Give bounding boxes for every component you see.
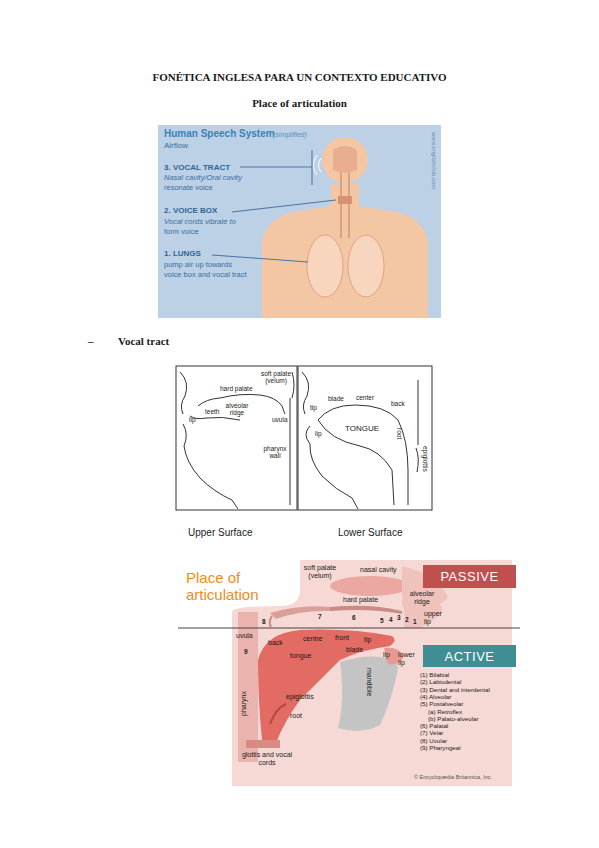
part-label: center bbox=[356, 394, 374, 401]
part-label: mandible bbox=[365, 668, 373, 696]
figure-label: Airflow bbox=[164, 141, 188, 150]
figure-label: pump air up towards bbox=[164, 261, 232, 270]
callout-number: 3 bbox=[397, 614, 401, 621]
part-label: root bbox=[290, 712, 302, 720]
part-label: lip bbox=[315, 430, 322, 437]
legend-item: (5) Postalveolar bbox=[420, 700, 463, 707]
callout-number: 6 bbox=[352, 614, 356, 621]
part-label: uvula bbox=[236, 632, 253, 640]
figure-label: resonate voice bbox=[164, 184, 213, 193]
figure-label: 1. LUNGS bbox=[164, 249, 201, 258]
figure-subtitle: (simplified) bbox=[273, 131, 307, 139]
part-label: root bbox=[396, 428, 403, 439]
part-label: tip bbox=[364, 636, 371, 644]
part-label: epiglottis bbox=[286, 693, 314, 701]
part-label: blade bbox=[346, 646, 363, 654]
part-label: blade bbox=[328, 395, 344, 402]
part-label: lip bbox=[189, 416, 196, 423]
section-heading: Place of articulation bbox=[0, 97, 599, 110]
callout-number: 1 bbox=[413, 618, 417, 625]
part-label: nasal cavity bbox=[360, 566, 397, 574]
figure-caption: Lower Surface bbox=[338, 527, 402, 539]
figure-label: form voice bbox=[164, 228, 199, 237]
callout-number: 4 bbox=[389, 616, 393, 623]
legend-item: (9) Pharyngeal bbox=[420, 744, 461, 751]
part-label: teeth bbox=[205, 408, 219, 415]
vocal-tract-figure bbox=[176, 366, 432, 510]
part-label: pharynx bbox=[240, 691, 248, 716]
part-label: lower lip bbox=[398, 651, 420, 667]
legend-item: (b) Palato-alveolar bbox=[428, 715, 479, 722]
part-label: epiglottis bbox=[422, 446, 429, 472]
part-label: glottis and vocal cords bbox=[240, 751, 294, 767]
figure-title: Human Speech System bbox=[164, 128, 275, 140]
watermark: www.englishclub.com bbox=[430, 132, 437, 189]
articulation-figure bbox=[178, 560, 520, 786]
legend-item: (4) Alveolar bbox=[420, 693, 451, 700]
part-label: lip bbox=[383, 651, 390, 659]
callout-number: 7 bbox=[318, 613, 322, 620]
part-label: soft palate (velum) bbox=[298, 564, 342, 580]
page-title: FONÉTICA INGLESA PARA UN CONTEXTO EDUCAT… bbox=[0, 71, 599, 84]
part-label: soft palate (velum) bbox=[256, 370, 296, 385]
legend-item: (8) Uvular bbox=[420, 737, 447, 744]
figure-title: Place of articulation bbox=[186, 569, 296, 604]
part-label: upper lip bbox=[424, 610, 448, 626]
legend-item: (3) Dental and interdental bbox=[420, 686, 490, 693]
part-label: alveolar ridge bbox=[406, 590, 438, 606]
legend-item: (a) Retroflex bbox=[428, 708, 462, 715]
callout-number: 9 bbox=[244, 648, 248, 655]
active-banner: ACTIVE bbox=[423, 645, 516, 667]
part-label: pharynx wall bbox=[262, 445, 288, 460]
subheading: Vocal tract bbox=[118, 335, 169, 348]
speech-system-figure bbox=[158, 125, 441, 318]
callout-number: 8 bbox=[262, 618, 266, 625]
figure-label: 3. VOCAL TRACT bbox=[164, 163, 230, 172]
part-label: back bbox=[391, 400, 405, 407]
legend-item: (2) Labiodental bbox=[420, 678, 461, 685]
passive-banner: PASSIVE bbox=[423, 565, 516, 588]
part-label: hard palate bbox=[343, 596, 378, 604]
figure-label: voice box and vocal tract bbox=[164, 271, 247, 280]
part-label: tip bbox=[310, 404, 317, 411]
banner-text: PASSIVE bbox=[440, 569, 498, 584]
legend-item: (6) Palatal bbox=[420, 722, 448, 729]
bullet-dash: – bbox=[88, 335, 94, 348]
part-label: front bbox=[335, 634, 349, 642]
part-label: tongue bbox=[290, 652, 311, 660]
copyright-note: © Encyclopædia Britannica, Inc. bbox=[414, 774, 492, 780]
part-label: back bbox=[268, 639, 283, 647]
figure-label: Vocal cords vibrate to bbox=[164, 218, 236, 227]
banner-text: ACTIVE bbox=[445, 649, 495, 664]
part-label: hard palate bbox=[220, 385, 253, 392]
figure-label: 2. VOICE BOX bbox=[164, 206, 217, 215]
legend-item: (1) Bilabial bbox=[420, 671, 449, 678]
part-label: centre bbox=[303, 635, 322, 643]
part-label: alveolar ridge bbox=[222, 402, 252, 417]
part-label: TONGUE bbox=[345, 424, 379, 433]
callout-number: 2 bbox=[405, 616, 409, 623]
figure-label: Nasal cavity/Oral cavity bbox=[164, 174, 242, 183]
callout-number: 5 bbox=[380, 617, 384, 624]
part-label: uvula bbox=[272, 416, 288, 423]
figure-caption: Upper Surface bbox=[188, 527, 252, 539]
legend-item: (7) Velar bbox=[420, 729, 443, 736]
